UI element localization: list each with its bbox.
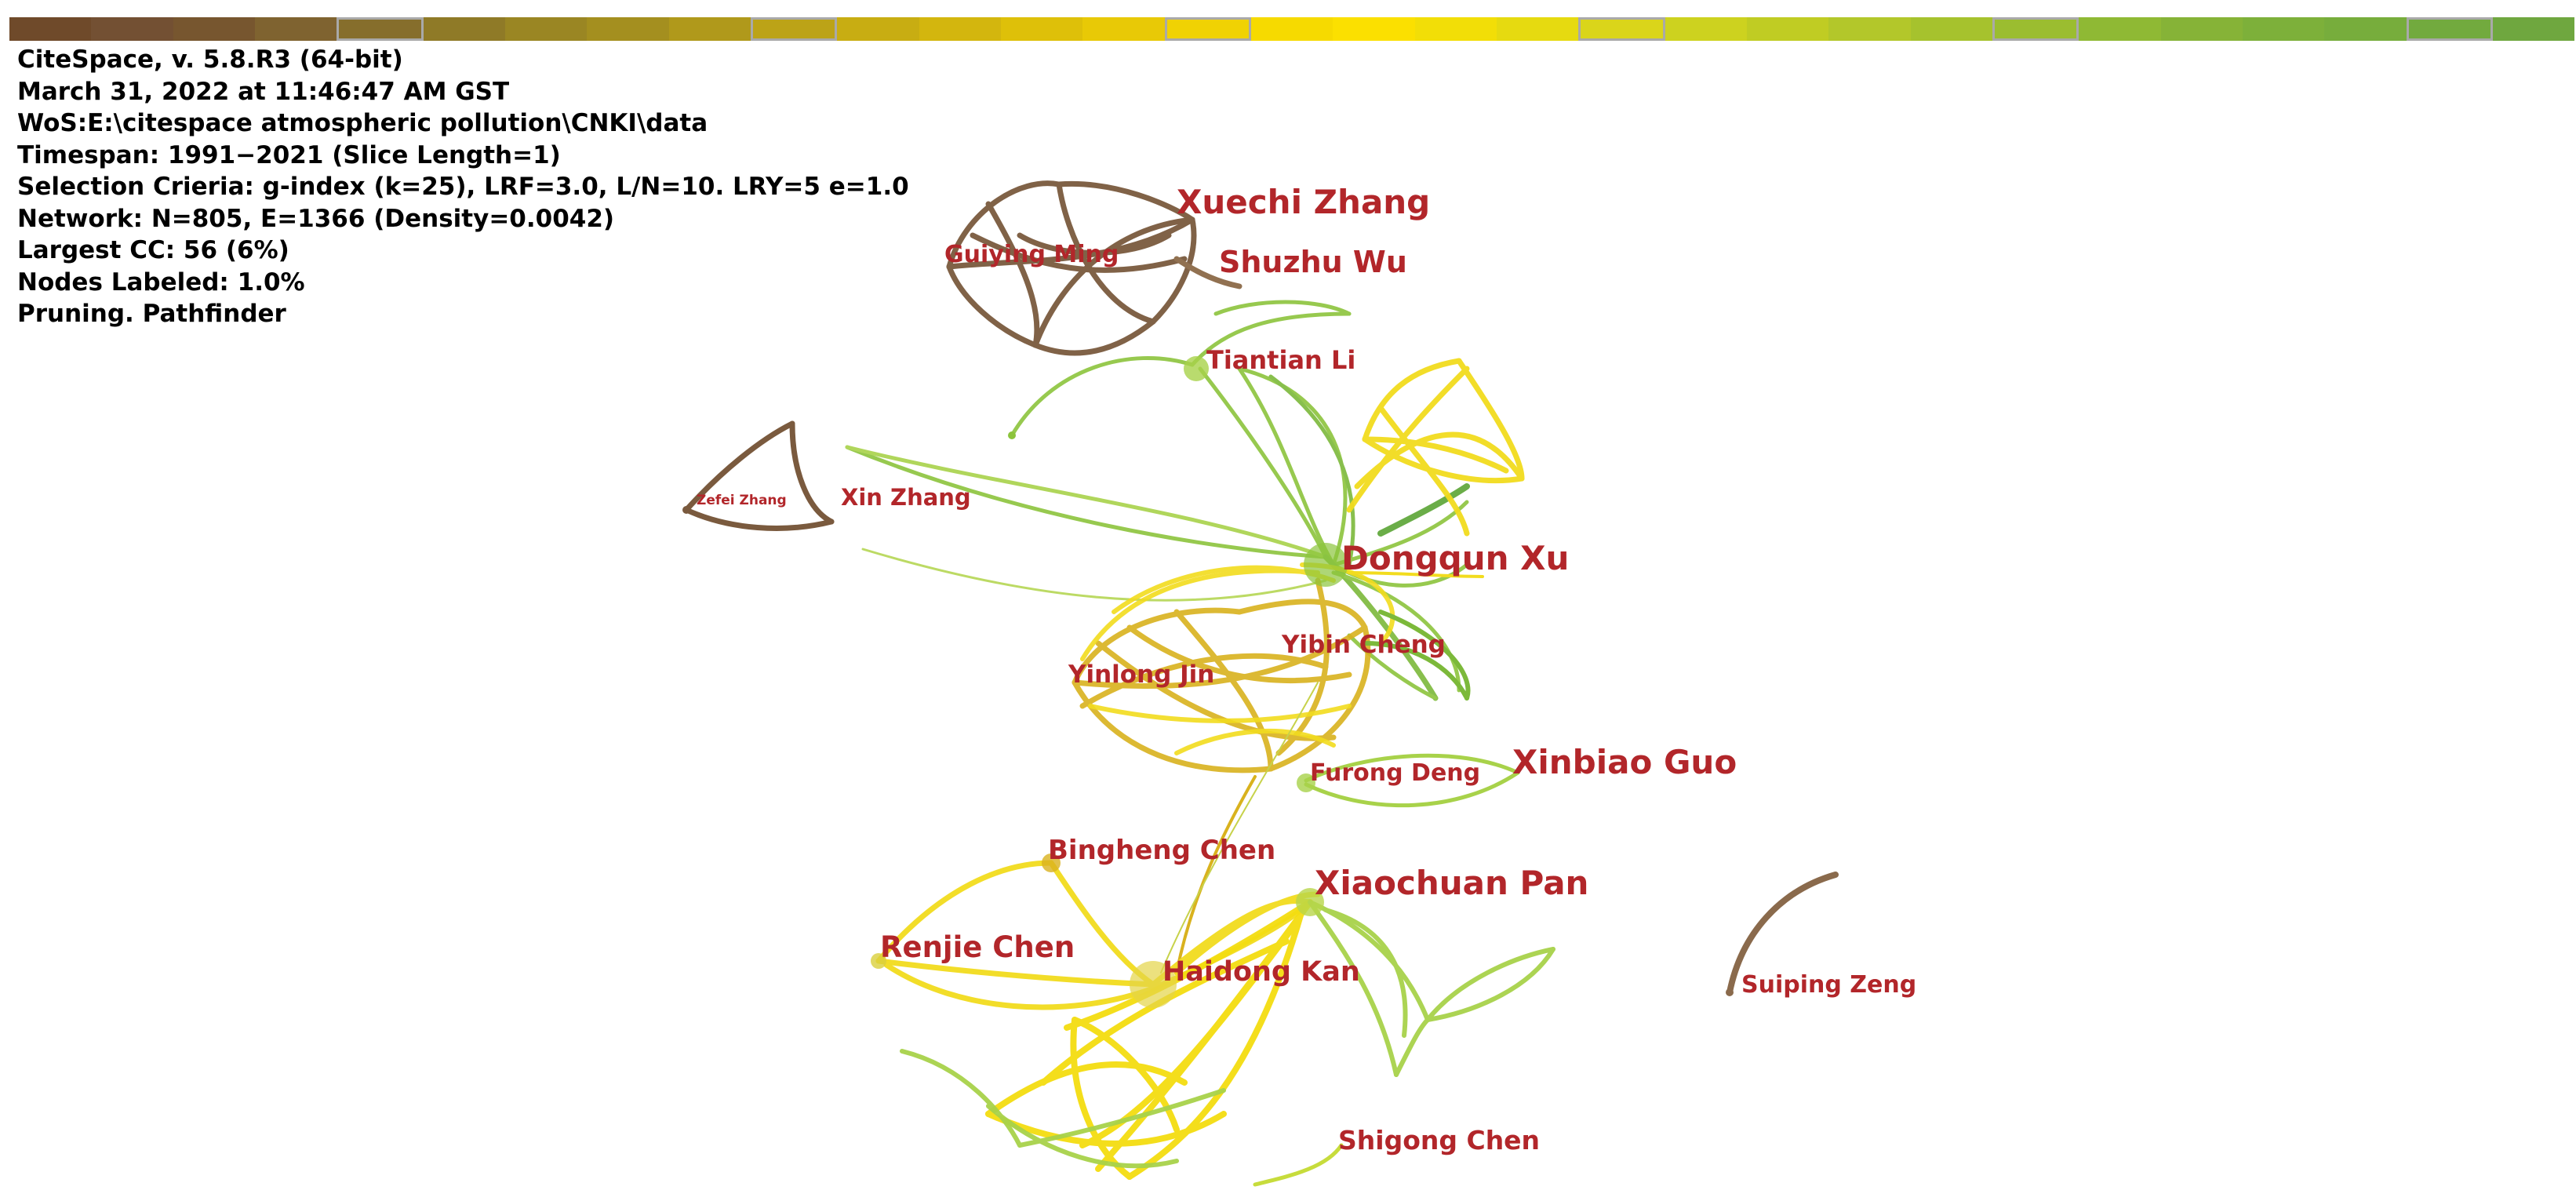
label-bingheng-chen: Bingheng Chen <box>1048 835 1275 866</box>
time-slice-segment <box>1496 17 1579 41</box>
time-slice-segment <box>750 17 838 41</box>
cluster-brown-left <box>683 420 835 531</box>
time-slice-segment <box>919 17 1001 41</box>
label-shuzhu-wu: Shuzhu Wu <box>1219 245 1407 279</box>
label-xin-zhang: Xin Zhang <box>841 484 971 511</box>
label-furong-deng: Furong Deng <box>1310 759 1480 787</box>
info-line: Network: N=805, E=1366 (Density=0.0042) <box>17 204 615 233</box>
time-slice-segment <box>2492 17 2575 41</box>
time-slice-segment <box>668 17 751 41</box>
time-slice-segment <box>91 17 173 41</box>
time-slice-segment <box>1250 17 1333 41</box>
time-slice-segment <box>254 17 337 41</box>
time-slice-segment <box>423 17 505 41</box>
label-xuechi-zhang: Xuechi Zhang <box>1177 183 1430 221</box>
label-dongqun-xu: Dongqun Xu <box>1341 539 1569 577</box>
cluster-yellow-upper <box>1346 358 1525 537</box>
network-summary: CiteSpace, v. 5.8.R3 (64-bit) March 31, … <box>17 44 909 330</box>
time-slice-segment <box>1746 17 1829 41</box>
label-xiaochuan-pan: Xiaochuan Pan <box>1315 864 1588 902</box>
cluster-gold-middle <box>1072 577 1371 773</box>
time-slice-segment <box>504 17 588 41</box>
time-slice-segment <box>837 17 919 41</box>
label-zefei-zhang: Zefei Zhang <box>697 493 787 508</box>
label-haidong-kan: Haidong Kan <box>1162 956 1360 988</box>
time-slice-segment <box>1828 17 1911 41</box>
info-line: Nodes Labeled: 1.0% <box>17 267 305 297</box>
label-guiying-ming: Guiying Ming <box>944 241 1119 268</box>
cluster-furong-xinbiao <box>1304 753 1520 808</box>
time-slice-segment <box>1000 17 1083 41</box>
label-suiping-zeng: Suiping Zeng <box>1741 971 1916 999</box>
time-slice-segment <box>1082 17 1165 41</box>
label-tiantian-li: Tiantian Li <box>1206 345 1355 375</box>
info-line: Selection Crieria: g-index (k=25), LRF=3… <box>17 173 909 201</box>
info-line: WoS:E:\citespace atmospheric pollution\C… <box>17 109 708 137</box>
info-line: March 31, 2022 at 11:46:47 AM GST <box>17 77 510 106</box>
time-slice-segment <box>587 17 669 41</box>
label-xinbiao-guo: Xinbiao Guo <box>1512 743 1737 781</box>
time-slice-segment <box>9 17 92 41</box>
cluster-green-lower <box>900 900 1555 1169</box>
label-renjie-chen: Renjie Chen <box>880 930 1075 964</box>
info-line: Largest CC: 56 (6%) <box>17 236 289 264</box>
time-slice-segment <box>1992 17 2079 41</box>
info-line: Timespan: 1991−2021 (Slice Length=1) <box>17 140 561 169</box>
time-slice-segment <box>2406 17 2493 41</box>
edge-dongqun-tail <box>1348 571 1484 578</box>
time-slice-segment <box>1414 17 1497 41</box>
label-yinlong-jin: Yinlong Jin <box>1068 661 1214 689</box>
time-slice-segment <box>337 17 424 41</box>
edge-shigong <box>1253 1143 1344 1187</box>
time-slice-color-bar <box>9 17 2575 41</box>
time-slice-segment <box>2079 17 2161 41</box>
time-slice-segment <box>1333 17 1415 41</box>
label-shigong-chen: Shigong Chen <box>1338 1125 1540 1156</box>
cluster-brown-upper <box>946 180 1243 356</box>
edge-vertical <box>1175 775 1257 974</box>
cluster-green-middle <box>1363 610 1471 701</box>
label-yibin-cheng: Yibin Cheng <box>1281 631 1446 659</box>
time-slice-segment <box>173 17 255 41</box>
time-slice-segment <box>1665 17 1747 41</box>
edge-vertical-thin <box>1160 682 1319 974</box>
network-nodes <box>682 356 1734 1008</box>
author-labels: Xuechi Zhang Guiying Ming Shuzhu Wu Tian… <box>697 183 1916 1156</box>
time-slice-segment <box>1164 17 1251 41</box>
time-slice-segment <box>2324 17 2407 41</box>
time-slice-segment <box>1910 17 1992 41</box>
cluster-brown-right <box>1726 872 1839 995</box>
info-line: CiteSpace, v. 5.8.R3 (64-bit) <box>17 45 403 74</box>
time-slice-segment <box>2242 17 2325 41</box>
time-slice-segment <box>2160 17 2243 41</box>
info-line: Pruning. Pathfinder <box>17 300 286 328</box>
time-slice-segment <box>1578 17 1665 41</box>
